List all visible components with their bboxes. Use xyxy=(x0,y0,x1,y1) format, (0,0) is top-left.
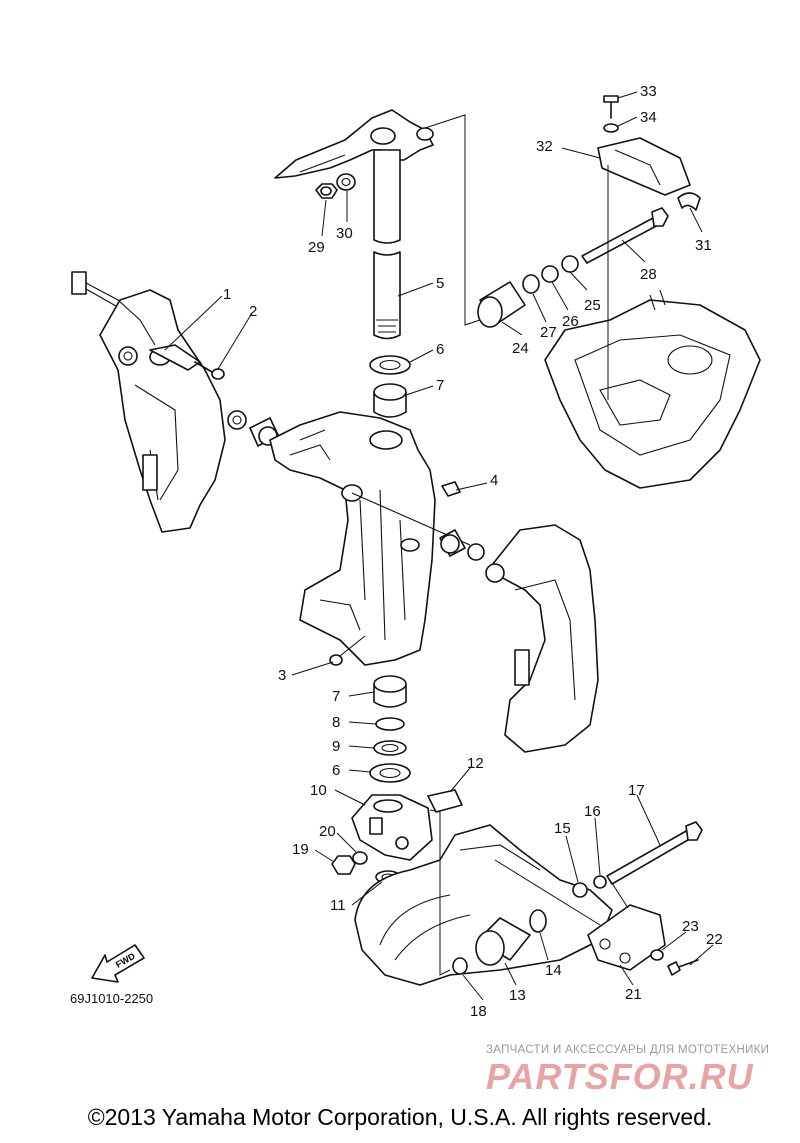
callout-31: 31 xyxy=(695,237,712,254)
callout-13: 13 xyxy=(509,987,526,1004)
callout-25: 25 xyxy=(584,297,601,314)
callout-20: 20 xyxy=(319,823,336,840)
clip-4 xyxy=(441,481,461,497)
washer-23 xyxy=(650,949,664,961)
steering-arm-lower xyxy=(351,794,433,861)
callout-11: 11 xyxy=(330,897,346,914)
washer-16 xyxy=(593,875,607,889)
clamp-bracket-right xyxy=(485,524,599,753)
bolt-28 xyxy=(581,207,669,264)
steering-arm-upper xyxy=(274,109,434,179)
callout-32: 32 xyxy=(536,138,553,155)
assembly-lines xyxy=(424,114,629,976)
callout-leaders xyxy=(164,91,714,1001)
o-ring-8 xyxy=(375,717,405,731)
callout-27: 27 xyxy=(540,324,557,341)
washer-right xyxy=(467,543,485,561)
tilt-housing xyxy=(354,824,613,986)
washer-6-upper xyxy=(369,355,411,375)
callout-23: 23 xyxy=(682,918,699,935)
washer-30 xyxy=(336,173,356,191)
callout-labels: 1 2 3 4 5 6 6 7 7 8 9 10 11 12 13 14 15 … xyxy=(223,83,723,1020)
callout-16: 16 xyxy=(584,803,601,820)
bushing-7-lower xyxy=(373,675,407,708)
callout-4: 4 xyxy=(490,472,498,489)
trim-sensor-connector xyxy=(71,271,156,346)
washer-15 xyxy=(572,882,588,898)
callout-17: 17 xyxy=(628,782,645,799)
bolt-33 xyxy=(603,95,619,119)
watermark-logo: PARTSFOR.RU xyxy=(486,1056,754,1097)
bottom-cowling xyxy=(544,289,761,489)
callout-34: 34 xyxy=(640,109,657,126)
washer-6-lower xyxy=(369,763,411,783)
washer-34 xyxy=(603,123,619,133)
screw-3 xyxy=(329,635,366,666)
bracket-21 xyxy=(587,904,666,971)
callout-8: 8 xyxy=(332,714,340,731)
callout-5: 5 xyxy=(436,275,444,292)
callout-15: 15 xyxy=(554,820,571,837)
callout-10: 10 xyxy=(310,782,327,799)
callout-2: 2 xyxy=(249,303,257,320)
watermark-subtitle: ЗАПЧАСТИ И АКСЕССУАРЫ ДЛЯ МОТОТЕХНИКИ xyxy=(486,1044,770,1056)
washer-25 xyxy=(561,255,579,273)
bolt-17 xyxy=(606,821,703,885)
washer-20 xyxy=(352,851,368,865)
washer-18 xyxy=(452,957,468,975)
callout-24: 24 xyxy=(512,340,529,357)
washer-26 xyxy=(541,265,559,283)
mount-32 xyxy=(597,137,691,196)
mount-rubber-24 xyxy=(477,281,526,328)
callout-14: 14 xyxy=(545,962,562,979)
ring-14 xyxy=(529,909,547,933)
callout-22: 22 xyxy=(706,931,723,948)
callout-19: 19 xyxy=(292,841,309,858)
callout-7-lower: 7 xyxy=(332,688,340,705)
callout-9: 9 xyxy=(332,738,340,755)
callout-1: 1 xyxy=(223,286,231,303)
plate-12 xyxy=(427,789,463,813)
callout-18: 18 xyxy=(470,1003,487,1020)
damper-13 xyxy=(475,917,531,966)
clip-31 xyxy=(677,192,701,211)
callout-12: 12 xyxy=(467,755,484,772)
nut-19 xyxy=(331,855,356,875)
callout-28: 28 xyxy=(640,266,657,283)
washer-left xyxy=(227,410,247,430)
callout-33: 33 xyxy=(640,83,657,100)
steering-shaft xyxy=(373,149,401,340)
callout-21: 21 xyxy=(625,986,642,1003)
diagram-code: 69J1010-2250 xyxy=(70,991,154,1006)
clamp-bracket-left xyxy=(99,289,226,533)
washer-9 xyxy=(373,740,407,756)
bushing-7-upper xyxy=(373,383,407,418)
callout-3: 3 xyxy=(278,667,286,684)
callout-7-upper: 7 xyxy=(436,377,444,394)
callout-26: 26 xyxy=(562,313,579,330)
nut-29 xyxy=(315,183,338,199)
sensor-1 xyxy=(149,344,201,371)
washer-27 xyxy=(522,274,540,294)
copyright-notice: ©2013 Yamaha Motor Corporation, U.S.A. A… xyxy=(87,1104,713,1130)
collar-right xyxy=(439,529,466,557)
callout-29: 29 xyxy=(308,239,325,256)
fwd-arrow-icon: FWD xyxy=(91,944,145,983)
callout-30: 30 xyxy=(336,225,353,242)
callout-6-lower: 6 xyxy=(332,762,340,779)
callout-6-upper: 6 xyxy=(436,341,444,358)
